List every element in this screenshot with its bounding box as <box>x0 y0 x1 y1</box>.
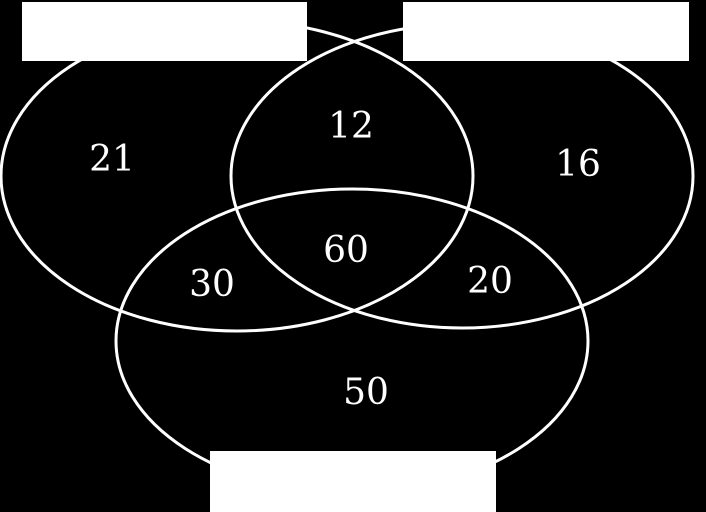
set-left-label-box <box>22 2 307 61</box>
region-left-bottom-count: 30 <box>189 264 235 305</box>
region-right-bottom-count: 20 <box>467 261 513 302</box>
region-left-only-count: 21 <box>89 139 135 180</box>
region-right-only-count: 16 <box>555 144 601 185</box>
set-right-label-box <box>403 2 689 61</box>
region-all-three-count: 60 <box>323 230 369 271</box>
region-left-right-count: 12 <box>328 106 374 147</box>
set-bottom-label-box <box>210 451 496 512</box>
region-bottom-only-count: 50 <box>343 372 389 413</box>
